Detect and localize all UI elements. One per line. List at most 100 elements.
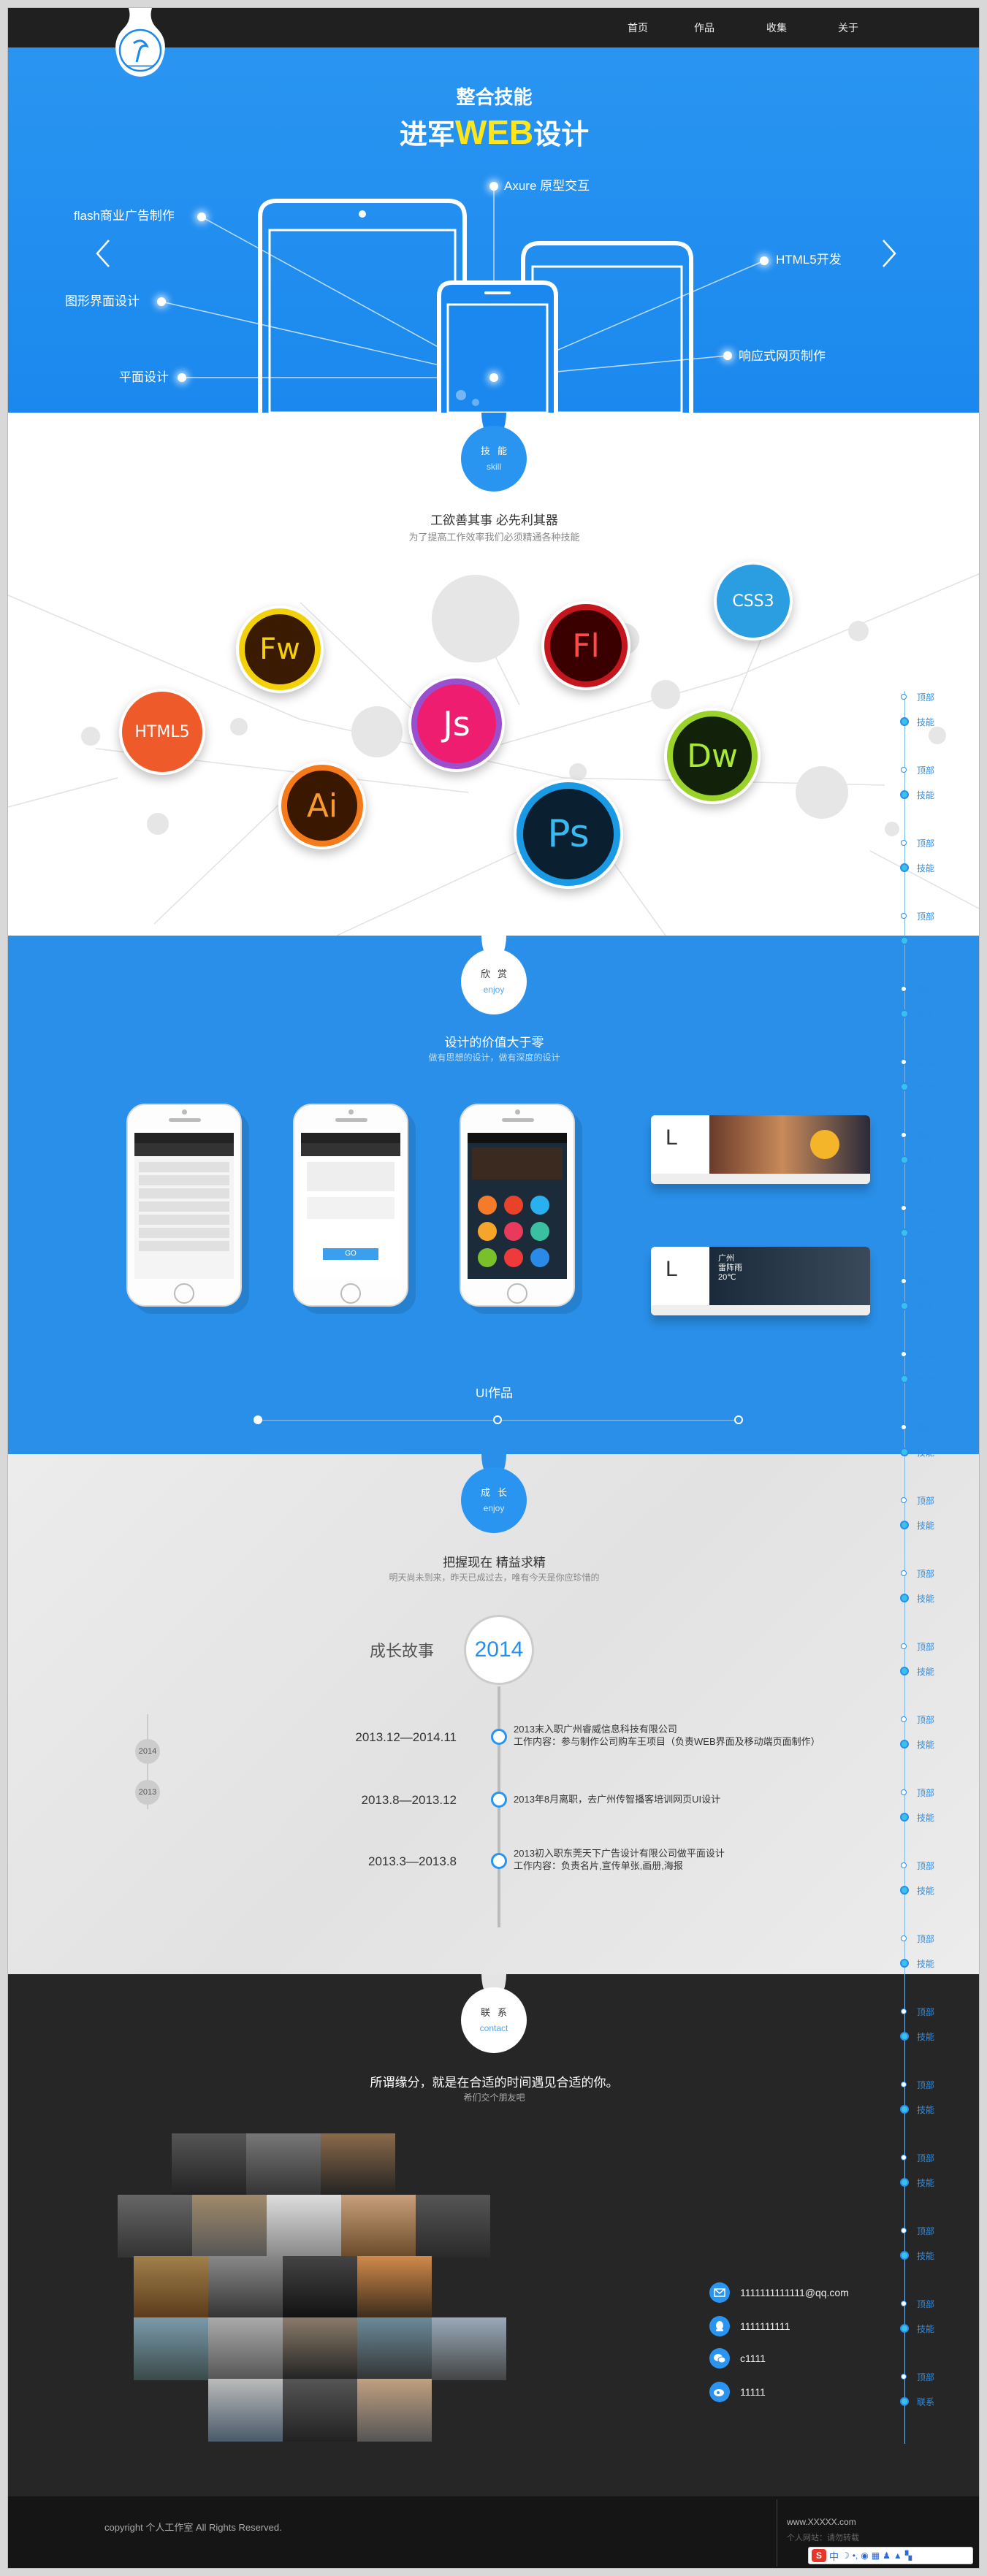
contact-qq[interactable]: 1111111111 [740, 2320, 790, 2332]
sidenav-item-skill[interactable]: 技能 [917, 1521, 935, 1531]
sidenav-dot-top[interactable] [901, 1862, 907, 1868]
sidenav-dot-skill[interactable] [900, 1375, 909, 1383]
sidenav-dot-skill[interactable] [900, 1959, 909, 1968]
sidenav-item-skill[interactable]: 技能 [917, 936, 935, 947]
timeline-dot-2[interactable] [491, 1792, 507, 1808]
sidenav-item-top[interactable]: 顶部 [917, 1861, 935, 1871]
sidenav-item-top[interactable]: 顶部 [917, 1496, 935, 1506]
nav-item-home[interactable]: 首页 [628, 22, 648, 34]
sidenav-item-top[interactable]: 顶部 [917, 985, 935, 995]
sidenav-item-skill[interactable]: 技能 [917, 1959, 935, 1969]
works-slider-dot-3[interactable] [734, 1415, 743, 1424]
sidenav-dot-skill[interactable] [900, 1667, 909, 1675]
sidenav-item-top[interactable]: 顶部 [917, 1350, 935, 1360]
sidenav-item-top[interactable]: 顶部 [917, 2153, 935, 2163]
work-phone-list-app[interactable] [126, 1104, 242, 1307]
sidenav-item-skill[interactable]: 技能 [917, 1740, 935, 1750]
sidenav-item-top[interactable]: 顶部 [917, 1569, 935, 1579]
sidenav-dot-top[interactable] [901, 1059, 907, 1065]
sidenav-dot-skill[interactable] [900, 2105, 909, 2114]
sidenav-dot-top[interactable] [901, 1789, 907, 1795]
sidenav-item-skill[interactable]: 技能 [917, 2105, 935, 2115]
sidenav-dot-skill[interactable] [900, 1740, 909, 1748]
year-index-2014[interactable]: 2014 [135, 1739, 160, 1764]
sidenav-dot-skill[interactable] [900, 1228, 909, 1237]
sidenav-dot-skill[interactable] [900, 1886, 909, 1895]
sidenav-dot-top[interactable] [901, 2155, 907, 2160]
sidenav-dot-top[interactable] [901, 1205, 907, 1211]
sidenav-item-top[interactable]: 顶部 [917, 1204, 935, 1214]
sidenav-item-skill[interactable]: 技能 [917, 1302, 935, 1312]
nav-item-works[interactable]: 作品 [694, 22, 714, 34]
sidenav-item-skill[interactable]: 技能 [917, 1009, 935, 1020]
timeline-dot-1[interactable] [491, 1729, 507, 1745]
sidenav-item-top[interactable]: 顶部 [917, 1131, 935, 1141]
sidenav-dot-skill[interactable] [900, 1813, 909, 1822]
site-logo[interactable] [110, 8, 170, 81]
sidenav-dot-top[interactable] [901, 1132, 907, 1138]
sidenav-item-skill[interactable]: 技能 [917, 1375, 935, 1385]
sidenav-dot-top[interactable] [901, 1935, 907, 1941]
sidenav-item-top[interactable]: 顶部 [917, 2226, 935, 2236]
sidenav-item-top[interactable]: 顶部 [917, 1715, 935, 1725]
sidenav-item-top[interactable]: 顶部 [917, 1788, 935, 1798]
sidenav-dot-top[interactable] [901, 840, 907, 846]
contact-email[interactable]: 1111111111111@qq.com [740, 2287, 849, 2298]
sidenav-dot-top[interactable] [901, 1716, 907, 1722]
work-weather-widget-1[interactable]: L [651, 1115, 870, 1184]
contact-weibo[interactable]: 11111 [740, 2386, 766, 2398]
sidenav-dot-top[interactable] [901, 1351, 907, 1357]
sidenav-dot-skill[interactable] [900, 1521, 909, 1529]
works-slider-dot-2[interactable] [493, 1415, 502, 1424]
sidenav-dot-skill[interactable] [900, 2397, 909, 2406]
sidenav-dot-skill[interactable] [900, 2178, 909, 2187]
sidenav-dot-top[interactable] [901, 913, 907, 919]
sidenav-dot-skill[interactable] [900, 717, 909, 726]
sidenav-item-top[interactable]: 顶部 [917, 911, 935, 922]
sidenav-dot-skill[interactable] [900, 2251, 909, 2260]
footer-url[interactable]: www.XXXXX.com [787, 2517, 856, 2527]
sidenav-dot-top[interactable] [901, 1424, 907, 1430]
sidenav-dot-top[interactable] [901, 2301, 907, 2306]
sidenav-item-skill[interactable]: 技能 [917, 1082, 935, 1093]
contact-wechat[interactable]: c1111 [740, 2353, 766, 2364]
sidenav-item-skill[interactable]: 技能 [917, 1594, 935, 1604]
sidenav-dot-top[interactable] [901, 1278, 907, 1284]
sidenav-item-skill[interactable]: 技能 [917, 1155, 935, 1166]
timeline-dot-3[interactable] [491, 1853, 507, 1869]
nav-item-collection[interactable]: 收集 [766, 22, 787, 34]
sidenav-item-top[interactable]: 顶部 [917, 2372, 935, 2382]
growth-year-circle[interactable]: 2014 [464, 1615, 534, 1685]
sidenav-dot-skill[interactable] [900, 1155, 909, 1164]
works-slider-dot-1[interactable] [254, 1415, 262, 1424]
sidenav-item-top[interactable]: 顶部 [917, 1277, 935, 1287]
hero-next-arrow[interactable] [877, 239, 899, 268]
sidenav-dot-top[interactable] [901, 986, 907, 992]
sidenav-dot-skill[interactable] [900, 1009, 909, 1018]
sidenav-item-top[interactable]: 顶部 [917, 765, 935, 776]
sidenav-item-skill[interactable]: 技能 [917, 863, 935, 874]
sidenav-item-skill[interactable]: 技能 [917, 1228, 935, 1239]
sidenav-item-top[interactable]: 顶部 [917, 1642, 935, 1652]
sidenav-dot-skill[interactable] [900, 2032, 909, 2041]
sidenav-item-skill[interactable]: 技能 [917, 1448, 935, 1458]
sidenav-dot-skill[interactable] [900, 936, 909, 945]
sidenav-dot-top[interactable] [901, 1497, 907, 1503]
ime-toolbar[interactable]: S 中 ☽ •, ◉ ▦ ♟ ▲ ▚ [808, 2547, 973, 2564]
sidenav-dot-skill[interactable] [900, 2324, 909, 2333]
sidenav-dot-skill[interactable] [900, 1448, 909, 1456]
sidenav-dot-skill[interactable] [900, 1302, 909, 1310]
sidenav-dot-skill[interactable] [900, 863, 909, 872]
work-phone-home-app[interactable] [460, 1104, 575, 1307]
sidenav-item-skill[interactable]: 技能 [917, 2178, 935, 2188]
sidenav-dot-top[interactable] [901, 2082, 907, 2087]
nav-item-about[interactable]: 关于 [838, 22, 858, 34]
sidenav-item-skill[interactable]: 技能 [917, 1886, 935, 1896]
sidenav-dot-top[interactable] [901, 2009, 907, 2014]
sidenav-item-contact[interactable]: 联系 [917, 2397, 935, 2407]
sidenav-dot-top[interactable] [901, 2228, 907, 2233]
sidenav-item-skill[interactable]: 技能 [917, 1813, 935, 1823]
sidenav-dot-skill[interactable] [900, 1594, 909, 1602]
sidenav-item-top[interactable]: 顶部 [917, 692, 935, 703]
sidenav-dot-top[interactable] [901, 767, 907, 773]
